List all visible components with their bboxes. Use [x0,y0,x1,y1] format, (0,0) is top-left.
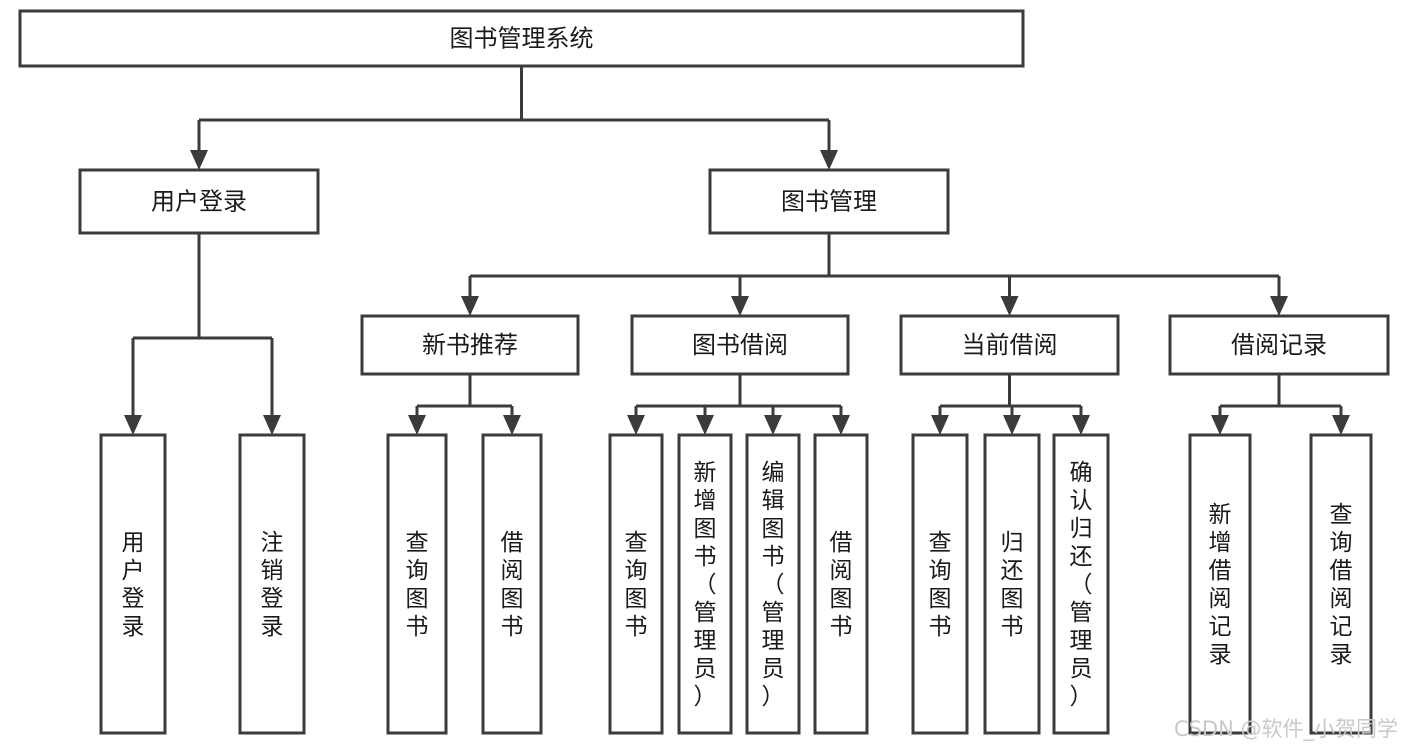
arrow-head-icon [832,415,850,435]
node-label-book-management: 图书管理 [781,188,877,216]
node-label-user-login: 用户登录 [151,188,247,216]
arrow-head-icon [1000,296,1019,316]
arrow-head-icon [820,150,838,170]
node-label-borrow-edit-book: 编辑图书（管理员） [762,460,785,710]
arrow-head-icon [696,415,714,435]
node-box-records-add-record[interactable] [1188,433,1252,735]
arrow-head-icon [1332,415,1350,435]
arrow-head-icon [124,415,142,435]
node-box-borrow-borrow-book[interactable] [813,433,869,735]
arrow-head-icon [503,415,521,435]
node-box-borrow-records[interactable] [1168,314,1390,376]
node-label-recommend-query-book: 查询图书 [406,530,429,640]
node-new-book-recommend[interactable]: 新书推荐 [360,314,580,376]
node-box-borrow-edit-book[interactable] [745,433,801,735]
node-box-root[interactable] [18,9,1025,68]
node-label-current-query-book: 查询图书 [929,530,952,640]
arrow-head-icon [190,150,208,170]
node-label-root: 图书管理系统 [450,25,594,53]
arrow-head-icon [408,415,426,435]
csdn-watermark: CSDN @软件_小贺同学 [1174,717,1398,742]
arrow-head-icon [1211,415,1229,435]
node-current-borrow[interactable]: 当前借阅 [899,314,1120,376]
node-box-current-query-book[interactable] [911,433,969,735]
node-records-add-record[interactable]: 新增借阅记录 [1188,433,1252,735]
arrow-head-icon [263,415,281,435]
node-label-current-return-book: 归还图书 [1001,530,1024,640]
node-box-user-login[interactable] [78,168,320,235]
node-current-query-book[interactable]: 查询图书 [911,433,969,735]
arrow-head-icon [1072,415,1090,435]
node-label-current-borrow: 当前借阅 [962,331,1058,359]
arrow-head-icon [461,296,479,316]
arrow-head-icon [1270,296,1288,316]
node-user-login-action[interactable]: 用户登录 [99,433,167,735]
node-label-records-query-record: 查询借阅记录 [1330,502,1353,668]
node-recommend-query-book[interactable]: 查询图书 [386,433,448,735]
node-box-borrow-add-book[interactable] [677,433,733,735]
arrow-head-icon [627,415,645,435]
node-user-login[interactable]: 用户登录 [78,168,320,235]
node-label-recommend-borrow-book: 借阅图书 [501,530,524,640]
node-records-query-record[interactable]: 查询借阅记录 [1309,433,1373,735]
node-box-current-borrow[interactable] [899,314,1120,376]
node-layer: 图书管理系统用户登录用户登录注销登录图书管理新书推荐查询图书借阅图书图书借阅查询… [18,9,1390,735]
node-label-borrow-records: 借阅记录 [1231,331,1327,359]
node-box-user-logout-action[interactable] [238,433,306,735]
node-label-book-borrow: 图书借阅 [692,331,788,359]
node-box-user-login-action[interactable] [99,433,167,735]
node-borrow-query-book[interactable]: 查询图书 [608,433,664,735]
node-box-book-borrow[interactable] [630,314,850,376]
node-label-new-book-recommend: 新书推荐 [422,331,518,359]
node-box-current-return-book[interactable] [983,433,1041,735]
node-user-logout-action[interactable]: 注销登录 [238,433,306,735]
node-label-user-logout-action: 注销登录 [261,530,284,640]
node-box-borrow-query-book[interactable] [608,433,664,735]
node-book-borrow[interactable]: 图书借阅 [630,314,850,376]
node-box-records-query-record[interactable] [1309,433,1373,735]
node-box-current-confirm-return[interactable] [1052,433,1110,735]
node-box-new-book-recommend[interactable] [360,314,580,376]
arrow-head-icon [931,415,949,435]
node-recommend-borrow-book[interactable]: 借阅图书 [481,433,543,735]
node-current-return-book[interactable]: 归还图书 [983,433,1041,735]
node-label-borrow-query-book: 查询图书 [625,530,648,640]
arrow-head-icon [731,296,749,316]
arrow-head-icon [1003,415,1021,435]
node-book-management[interactable]: 图书管理 [708,168,950,235]
node-box-book-management[interactable] [708,168,950,235]
node-current-confirm-return[interactable]: 确认归还（管理员） [1052,433,1110,735]
connector-layer [124,66,1350,435]
node-borrow-borrow-book[interactable]: 借阅图书 [813,433,869,735]
node-root[interactable]: 图书管理系统 [18,9,1025,68]
node-label-user-login-action: 用户登录 [122,530,145,640]
node-label-borrow-borrow-book: 借阅图书 [830,530,853,640]
node-label-borrow-add-book: 新增图书（管理员） [694,460,717,710]
arrow-head-icon [764,415,782,435]
node-borrow-records[interactable]: 借阅记录 [1168,314,1390,376]
node-box-recommend-borrow-book[interactable] [481,433,543,735]
node-label-current-confirm-return: 确认归还（管理员） [1070,460,1093,710]
node-label-records-add-record: 新增借阅记录 [1209,502,1232,668]
node-box-recommend-query-book[interactable] [386,433,448,735]
node-borrow-edit-book[interactable]: 编辑图书（管理员） [745,433,801,735]
node-borrow-add-book[interactable]: 新增图书（管理员） [677,433,733,735]
